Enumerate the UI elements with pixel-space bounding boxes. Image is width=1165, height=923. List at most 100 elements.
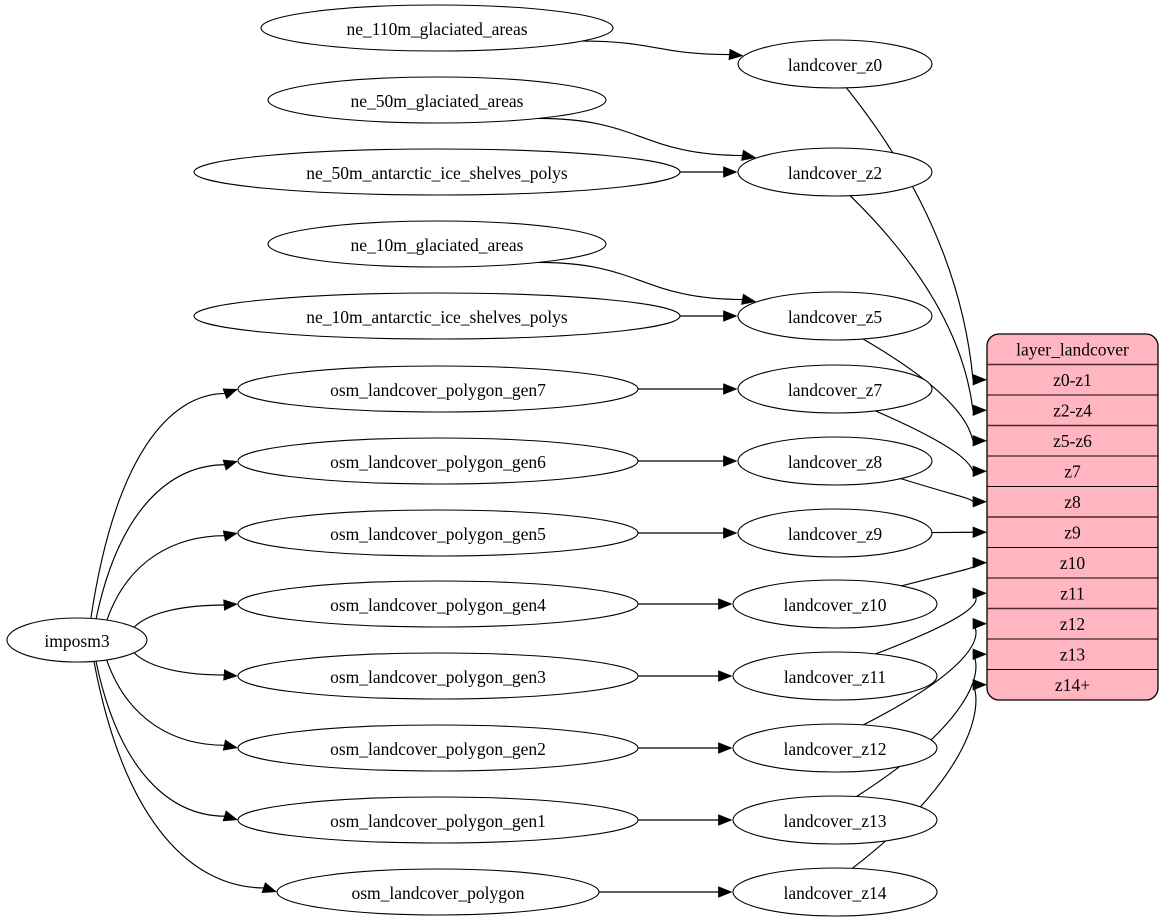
node-imposm3[interactable]: imposm3 [6, 617, 148, 663]
node-landcover_z14[interactable]: landcover_z14 [732, 867, 938, 917]
node-ellipse [267, 220, 607, 268]
node-ellipse [237, 509, 639, 557]
node-ellipse [732, 651, 938, 701]
edge-landcover_z0-to-table-z0-z1 [846, 87, 974, 380]
edge-imposm3-to-osm_landcover_polygon_gen5 [106, 535, 226, 621]
node-landcover_z8[interactable]: landcover_z8 [737, 436, 933, 486]
edge-arrowhead [718, 742, 733, 754]
edge-arrowhead [222, 530, 238, 542]
edge-arrowhead [223, 669, 238, 681]
node-osm_landcover_polygon_gen2[interactable]: osm_landcover_polygon_gen2 [237, 724, 639, 772]
edge-ne_10m_glaciated_areas-to-landcover_z5 [538, 261, 744, 301]
node-ellipse [237, 437, 639, 485]
edge-arrowhead [718, 886, 733, 898]
node-ne_10m_glaciated_areas[interactable]: ne_10m_glaciated_areas [267, 220, 607, 268]
edge-arrowhead [972, 648, 987, 660]
edge-arrowhead [972, 465, 987, 477]
node-osm_landcover_polygon_gen5[interactable]: osm_landcover_polygon_gen5 [237, 509, 639, 557]
node-ne_10m_antarctic_ice_shelves_polys[interactable]: ne_10m_antarctic_ice_shelves_polys [193, 292, 681, 340]
edges-layer [90, 40, 987, 898]
node-ne_50m_antarctic_ice_shelves_polys[interactable]: ne_50m_antarctic_ice_shelves_polys [193, 148, 681, 196]
node-ellipse [276, 868, 600, 916]
node-ellipse [193, 292, 681, 340]
node-ellipse [237, 796, 639, 844]
edge-arrowhead [723, 166, 738, 178]
edge-landcover_z13-to-table-z13 [856, 653, 977, 798]
node-ellipse [732, 723, 938, 773]
nodes-layer: imposm3 ne_110m_glaciated_areas ne_50m_gla… [6, 4, 938, 917]
node-ne_50m_glaciated_areas[interactable]: ne_50m_glaciated_areas [267, 76, 607, 124]
node-osm_landcover_polygon_gen6[interactable]: osm_landcover_polygon_gen6 [237, 437, 639, 485]
edge-imposm3-to-osm_landcover_polygon_gen7 [90, 392, 226, 619]
edge-arrowhead [972, 435, 987, 447]
node-ellipse [237, 724, 639, 772]
edge-arrowhead [718, 814, 733, 826]
edge-arrowhead [972, 496, 987, 508]
node-ellipse [237, 580, 639, 628]
edge-arrowhead [723, 310, 738, 322]
edge-arrowhead [222, 388, 238, 400]
edge-imposm3-to-osm_landcover_polygon_gen6 [95, 464, 226, 619]
node-osm_landcover_polygon_gen4[interactable]: osm_landcover_polygon_gen4 [237, 580, 639, 628]
edge-arrowhead [723, 527, 738, 539]
edge-arrowhead [222, 459, 238, 471]
edge-imposm3-to-osm_landcover_polygon_gen2 [106, 659, 226, 746]
node-landcover_z10[interactable]: landcover_z10 [732, 579, 938, 629]
edge-landcover_z10-to-table-z10 [901, 562, 977, 587]
edge-imposm3-to-osm_landcover_polygon_gen3 [133, 652, 226, 676]
node-landcover_z12[interactable]: landcover_z12 [732, 723, 938, 773]
node-ellipse [737, 508, 933, 558]
edge-arrowhead [972, 374, 987, 386]
node-ellipse [267, 76, 607, 124]
node-landcover_z5[interactable]: landcover_z5 [737, 291, 933, 341]
edge-arrowhead [972, 679, 987, 691]
node-ellipse [732, 867, 938, 917]
node-osm_landcover_polygon_gen1[interactable]: osm_landcover_polygon_gen1 [237, 796, 639, 844]
edge-imposm3-to-osm_landcover_polygon_gen4 [133, 604, 226, 628]
edge-landcover_z8-to-table-z8 [900, 478, 974, 503]
node-ellipse [732, 795, 938, 845]
node-ne_110m_glaciated_areas[interactable]: ne_110m_glaciated_areas [260, 4, 614, 52]
edge-arrowhead [223, 599, 238, 611]
node-landcover_z2[interactable]: landcover_z2 [737, 147, 933, 197]
edge-landcover_z5-to-table-z5-z6 [862, 338, 974, 441]
node-ellipse [260, 4, 614, 52]
edge-landcover_z7-to-table-z7 [875, 410, 974, 472]
node-landcover_z9[interactable]: landcover_z9 [737, 508, 933, 558]
node-landcover_z0[interactable]: landcover_z0 [737, 39, 933, 89]
node-ellipse [6, 617, 148, 663]
edge-arrowhead [741, 293, 757, 305]
node-ellipse [732, 579, 938, 629]
edge-arrowhead [972, 587, 987, 599]
edge-arrowhead [741, 149, 757, 161]
edge-landcover_z2-to-table-z2-z4 [849, 195, 974, 411]
node-ellipse [237, 365, 639, 413]
node-ellipse [737, 291, 933, 341]
edge-imposm3-to-osm_landcover_polygon [93, 661, 265, 889]
edge-imposm3-to-osm_landcover_polygon_gen1 [95, 661, 226, 817]
edge-arrowhead [261, 882, 277, 893]
edge-arrowhead [222, 810, 238, 822]
layer-landcover-table: layer_landcoverz0-z1z2-z4z5-z6z7z8z9z10z… [986, 333, 1159, 701]
edge-arrowhead [972, 618, 987, 630]
edge-ne_50m_glaciated_areas-to-landcover_z2 [538, 117, 744, 157]
node-ellipse [737, 39, 933, 89]
edge-landcover_z12-to-table-z12 [862, 623, 977, 726]
node-osm_landcover_polygon_gen3[interactable]: osm_landcover_polygon_gen3 [237, 652, 639, 700]
edge-arrowhead [972, 557, 987, 569]
edge-ne_110m_glaciated_areas-to-landcover_z0 [581, 40, 731, 56]
node-osm_landcover_polygon_gen7[interactable]: osm_landcover_polygon_gen7 [237, 365, 639, 413]
edge-arrowhead [222, 739, 238, 751]
node-landcover_z11[interactable]: landcover_z11 [732, 651, 938, 701]
edge-arrowhead [723, 455, 738, 467]
node-osm_landcover_polygon[interactable]: osm_landcover_polygon [276, 868, 600, 916]
edge-arrowhead [718, 670, 733, 682]
node-ellipse [737, 364, 933, 414]
node-landcover_z13[interactable]: landcover_z13 [732, 795, 938, 845]
node-ellipse [193, 148, 681, 196]
node-landcover_z7[interactable]: landcover_z7 [737, 364, 933, 414]
edge-arrowhead [972, 526, 987, 538]
node-ellipse [237, 652, 639, 700]
